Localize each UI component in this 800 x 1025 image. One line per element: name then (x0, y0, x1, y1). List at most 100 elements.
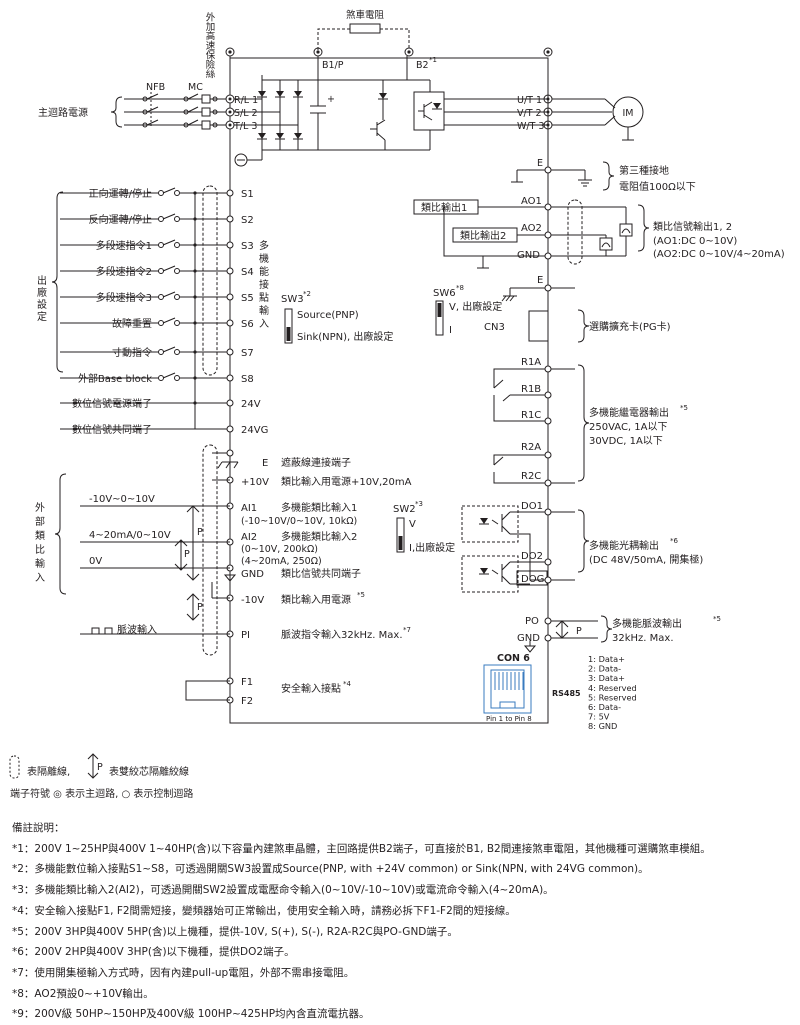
ao1-term: AO1 (521, 196, 542, 207)
terminal-circle (226, 319, 234, 327)
gnd-label: 類比信號共同端子 (281, 567, 361, 580)
t-terminal-label: T/L 3 (233, 121, 257, 132)
digital-input-terminal: S5 (241, 293, 254, 304)
m10v-label: 類比輸入用電源 (281, 593, 351, 606)
rj45-pins (494, 672, 524, 690)
svg-text:R1A: R1A (521, 357, 541, 368)
ao-gnd-term: GND (517, 250, 540, 261)
sw2-switch[interactable] (396, 517, 405, 553)
brake-resistor (349, 23, 381, 34)
meter-2 (599, 237, 613, 251)
main-power-label: 主迴路電源 (38, 106, 88, 119)
digital-input-terminal: S7 (241, 348, 254, 359)
relay-outputs: R1A R1B R1C R2A R2C (493, 357, 575, 487)
sw2-v: V (409, 519, 416, 530)
svg-text:*5: *5 (357, 591, 365, 599)
digital-input-terminal: S4 (241, 267, 254, 278)
sig1: -10V~0~10V (89, 494, 155, 505)
con6-title: CON 6 (497, 653, 530, 664)
f1-term: F1 (241, 677, 253, 688)
f2-term: F2 (241, 696, 253, 707)
svg-text:*3: *3 (415, 500, 423, 508)
ai1-term: AI1 (241, 503, 257, 514)
twisted-pair-markers: P P P (174, 505, 203, 621)
svg-text:R1B: R1B (521, 384, 541, 395)
svg-text:R2C: R2C (521, 471, 541, 482)
terminal-circle (226, 189, 234, 197)
legend-terminal: 端子符號 ◎ 表示主迴路, ○ 表示控制迴路 (10, 787, 193, 800)
pulse-input-left: 脈波輸入 (117, 623, 157, 636)
cn3-card-label: 選購擴充卡(PG卡) (589, 320, 671, 333)
safety-label: 安全輸入接點 (281, 682, 341, 695)
svg-text:*6: *6 (670, 537, 679, 545)
legend-twisted-symbol: P (87, 753, 103, 779)
svg-text:*5: *5 (680, 404, 688, 412)
sw3-switch[interactable] (284, 308, 293, 344)
brake-dashed-line (317, 28, 350, 50)
svg-text:*5: *5 (713, 615, 721, 623)
svg-text:+: + (327, 94, 335, 105)
isolation-dashed-1 (202, 185, 218, 376)
ext-fuse-label: 外加高速保險絲 (204, 11, 216, 78)
photo-brace (577, 509, 590, 573)
svg-text:R1C: R1C (521, 410, 541, 421)
sw3-source: Source(PNP) (297, 310, 359, 321)
po-gnd-term: GND (517, 633, 540, 644)
digital-input-terminal: S2 (241, 215, 254, 226)
note-item: *7：使用開集極輸入方式時，因有內建pull-up電阻，外部不需串接電阻。 (12, 966, 355, 979)
dc-bus-capacitor: + (310, 80, 335, 150)
relay-label-2: 250VAC, 1A以下 (589, 422, 668, 433)
ext-analog-brace (54, 473, 67, 595)
sw6-label: SW6 (433, 288, 456, 299)
relay-brace (577, 364, 590, 482)
sw6-switch[interactable] (435, 300, 444, 336)
shield-label: 遮蔽線連接端子 (281, 456, 351, 469)
m10v-term: -10V (241, 595, 264, 606)
con6-pin: 7: 5V (588, 712, 610, 722)
svg-text:*4: *4 (343, 680, 352, 688)
note-item: *8：AO2預設0~+10V輸出。 (12, 987, 154, 1000)
ai2-term: AI2 (241, 532, 257, 543)
ai2-range-v: (0~10V, 200kΩ) (241, 544, 318, 555)
safety-jumper (185, 680, 230, 701)
svg-text:P: P (184, 549, 190, 560)
gnd-term: GND (241, 569, 264, 580)
b2-terminal (404, 47, 414, 57)
digital-input-terminal: S6 (241, 319, 254, 330)
note-item: *2：多機能數位輸入接點S1~S8，可透過開關SW3設置成Source(PNP,… (12, 863, 649, 876)
terminal-circle (226, 267, 234, 275)
svg-text:P: P (197, 527, 203, 538)
terminal-circle (226, 215, 234, 223)
photo-label-1: 多機能光耦輸出 (589, 539, 659, 552)
relay-label-3: 30VDC, 1A以下 (589, 436, 663, 447)
analog-out-label-3: (AO2:DC 0~10V/4~20mA) (653, 249, 785, 260)
ai2-range-i: (4~20mA, 250Ω) (241, 556, 322, 567)
terminal-circle (226, 293, 234, 301)
r-terminal-label: R/L 1 (234, 95, 258, 106)
svg-text:DO2: DO2 (521, 551, 543, 562)
note-item: *4：安全輸入接點F1, F2間需短接，變頻器始可正常輸出，使用安全輸入時，請務… (12, 904, 516, 917)
analog-out-brace (637, 204, 650, 252)
ground-e-label: E (537, 158, 543, 169)
con6-pin: 2: Data- (588, 664, 621, 674)
legend-twisted: 表雙絞芯隔離絞線 (109, 765, 189, 778)
notes-list: *1：200V 1~25HP與400V 1~40HP(含)以下容量內建煞車晶體，… (12, 839, 792, 1025)
con6-pin: 4: Reserved (588, 683, 637, 693)
po-term: PO (525, 616, 539, 627)
pi-term: PI (241, 630, 250, 641)
sig2: 4~20mA/0~10V (89, 530, 171, 541)
rst-terminals (225, 94, 235, 130)
svg-text:DO1: DO1 (521, 501, 543, 512)
svg-text:類比輸出2: 類比輸出2 (460, 229, 506, 242)
p10v-term: +10V (241, 477, 269, 488)
con6-pin: 1: Data+ (588, 654, 625, 664)
analog-out-label-1: 類比信號輸出1, 2 (653, 220, 732, 233)
rectifier-diodes (257, 91, 303, 140)
shield-term: E (262, 458, 268, 469)
ai1-label: 多機能類比輸入1 (281, 501, 357, 514)
sw3-sink: Sink(NPN), 出廠設定 (297, 330, 393, 343)
mc-label: MC (188, 82, 203, 93)
ao2-term: AO2 (521, 223, 542, 234)
note-item: *9：200V級 50HP~150HP及400V級 100HP~425HP均內含… (12, 1008, 370, 1021)
